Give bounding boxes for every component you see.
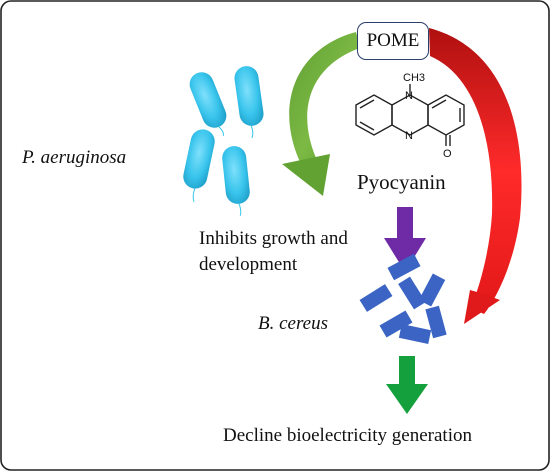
red-arrow xyxy=(429,28,522,324)
outcome-down-arrow xyxy=(386,356,428,414)
outcome-label: Decline bioelectricity generation xyxy=(223,425,472,446)
methyl-label: CH3 xyxy=(403,72,425,84)
inhibition-label-line2: development xyxy=(199,254,298,275)
green-arrow xyxy=(282,32,360,196)
b-cereus-cells xyxy=(359,253,447,344)
ring-nitrogen-bottom: N xyxy=(405,130,413,142)
ring-nitrogen-top: N xyxy=(405,90,413,102)
p-aeruginosa-cells xyxy=(183,66,264,216)
purple-down-arrow xyxy=(384,207,426,272)
pome-box: POME xyxy=(357,22,429,60)
pyocyanin-label: Pyocyanin xyxy=(357,170,446,194)
b-cereus-label: B. cereus xyxy=(258,313,328,334)
pyocyanin-structure xyxy=(355,84,465,146)
inhibition-label-line1: Inhibits growth and xyxy=(199,228,348,249)
carbonyl-oxygen: O xyxy=(443,148,452,160)
p-aeruginosa-label: P. aeruginosa xyxy=(22,147,127,168)
